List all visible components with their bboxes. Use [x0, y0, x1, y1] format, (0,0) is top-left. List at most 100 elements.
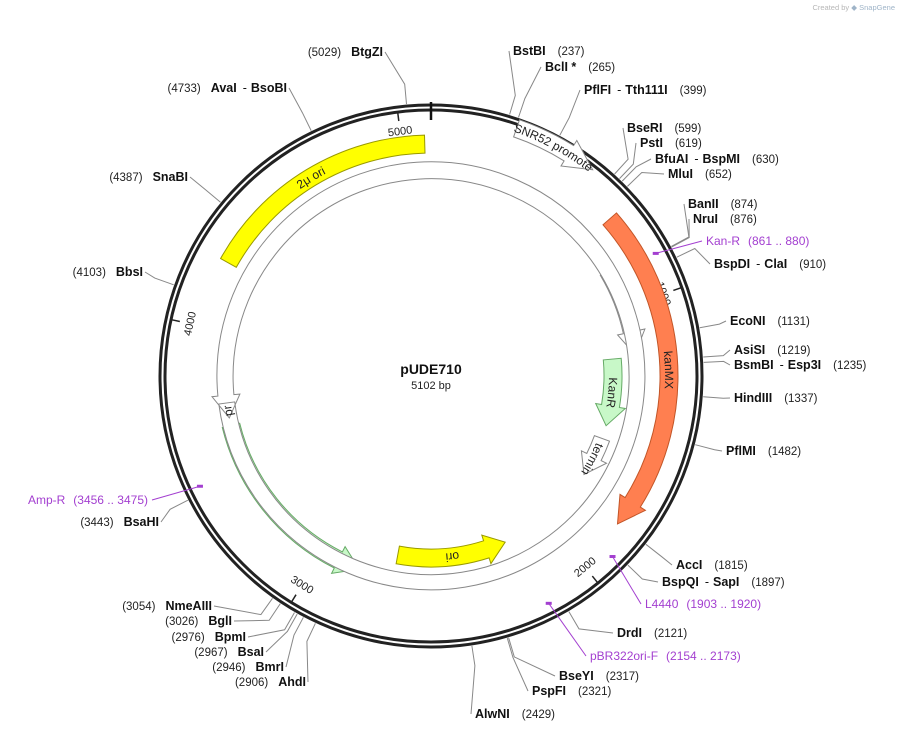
enzyme-name-alt: SapI	[713, 575, 739, 589]
plasmid-size: 5102 bp	[411, 380, 451, 392]
enzyme-label-bpmi[interactable]: (2976) BpmI	[172, 630, 247, 644]
primer-name: L4440	[645, 597, 679, 611]
enzyme-label-asisi[interactable]: AsiSI(1219)	[734, 343, 811, 357]
enzyme-label-bcli[interactable]: BclI *(265)	[545, 60, 615, 74]
enzyme-leader	[699, 320, 727, 329]
enzyme-label-drdi[interactable]: DrdI(2121)	[617, 626, 687, 640]
enzyme-label-bgli[interactable]: (3026)BglI	[165, 614, 232, 628]
feature-arc-tef-terminator[interactable]	[580, 435, 611, 476]
enzyme-name-alt: Tth111I	[625, 83, 667, 97]
primer-label[interactable]: Amp-R(3456 .. 3475)	[28, 493, 148, 507]
enzyme-label-bstbi[interactable]: BstBI(237)	[513, 44, 585, 58]
enzyme-label-nrui[interactable]: NruI(876)	[693, 212, 757, 226]
primer-label[interactable]: pBR322ori-F(2154 .. 2173)	[590, 649, 741, 663]
primer-leader	[655, 240, 703, 254]
tick-label: 3000	[288, 574, 315, 597]
enzyme-name: PflFI	[584, 83, 611, 97]
feature-arc-ori[interactable]	[395, 534, 506, 568]
enzyme-label-econi[interactable]: EcoNI(1131)	[730, 314, 810, 328]
enzyme-label-hindiii[interactable]: HindIII(1337)	[734, 391, 818, 405]
enzyme-position: (910)	[799, 259, 826, 271]
enzyme-leader	[671, 218, 690, 248]
enzyme-name: BclI *	[545, 60, 576, 74]
enzyme-leader	[619, 142, 637, 179]
enzyme-label-snabi[interactable]: (4387)SnaBI	[109, 170, 188, 184]
enzyme-label-bsai[interactable]: (2967)BsaI	[194, 645, 264, 659]
feature-arc-kanr[interactable]	[594, 357, 627, 427]
enzyme-position: (619)	[675, 138, 702, 150]
enzyme-label-mlui[interactable]: MluI(652)	[668, 167, 732, 181]
enzyme-label-bseri[interactable]: BseRI(599)	[627, 121, 701, 135]
enzyme-leader	[627, 564, 659, 583]
plasmid-center: pUDE710 5102 bp	[400, 361, 462, 392]
tick-label: 2000	[572, 555, 599, 580]
feature-label: ori	[445, 549, 460, 564]
enzyme-label-alwni[interactable]: AlwNI(2429)	[475, 707, 555, 721]
enzyme-label-bspqi[interactable]: BspQI-SapI(1897)	[662, 575, 785, 589]
enzyme-position: (4387)	[109, 172, 142, 184]
enzyme-name: BsaHI	[124, 515, 159, 529]
enzyme-name-alt: BsoBI	[251, 81, 287, 95]
enzyme-position: (1482)	[768, 446, 801, 458]
enzyme-label-bseyi[interactable]: BseYI (2317)	[559, 669, 639, 683]
enzyme-leader	[288, 87, 312, 131]
enzyme-label-bspdi[interactable]: BspDI-ClaI(910)	[714, 257, 826, 271]
enzyme-position: (1815)	[714, 560, 747, 572]
enzyme-label-btgzi[interactable]: (5029)BtgZI	[308, 45, 383, 59]
enzyme-label-pflfi[interactable]: PflFI-Tth111I(399)	[584, 83, 707, 97]
enzyme-label-bsmbi[interactable]: BsmBI-Esp3I(1235)	[734, 358, 867, 372]
enzyme-label-pflmi[interactable]: PflMI(1482)	[726, 444, 801, 458]
primer-label[interactable]: Kan-R(861 .. 880)	[706, 234, 809, 248]
enzyme-position: (237)	[558, 46, 585, 58]
enzyme-name: NmeAIII	[165, 599, 212, 613]
enzyme-name: AvaI	[211, 81, 237, 95]
enzyme-name: BsaI	[238, 645, 264, 659]
enzyme-label-bsahi[interactable]: (3443)BsaHI	[80, 515, 159, 529]
primer-range: (1903 .. 1920)	[686, 597, 761, 611]
enzyme-name: BtgZI	[351, 45, 383, 59]
enzyme-leader	[384, 51, 407, 105]
enzyme-leader	[506, 637, 529, 692]
enzyme-label-bfuai[interactable]: BfuAI-BspMI(630)	[655, 152, 779, 166]
enzyme-name-alt: BspMI	[703, 152, 741, 166]
enzyme-label-psti[interactable]: PstI(619)	[640, 136, 702, 150]
enzyme-name: NruI	[693, 212, 718, 226]
enzyme-label-bbsi[interactable]: (4103)BbsI	[73, 265, 143, 279]
enzyme-label-avai[interactable]: (4733)AvaI-BsoBI	[168, 81, 288, 95]
primer-name: Amp-R	[28, 493, 66, 507]
enzyme-name: BpmI	[215, 630, 246, 644]
enzyme-name: BsmBI	[734, 358, 774, 372]
enzyme-leader	[614, 127, 629, 175]
enzyme-label-ahdi[interactable]: (2906)AhdI	[235, 675, 306, 689]
enzyme-label-banii[interactable]: BanII(874)	[688, 197, 758, 211]
enzyme-leader	[285, 617, 304, 668]
enzyme-position: (2429)	[522, 709, 555, 721]
enzyme-label-bmri[interactable]: (2946)BmrI	[212, 660, 284, 674]
enzyme-name: BglI	[208, 614, 232, 628]
enzyme-position: (2317)	[606, 671, 639, 683]
feature-arc-2-ori[interactable]	[219, 134, 426, 268]
enzyme-leader	[703, 349, 731, 358]
enzyme-position: (3054)	[122, 601, 155, 613]
tick-label: 5000	[387, 124, 413, 139]
enzyme-position: (2321)	[578, 686, 611, 698]
enzyme-leader	[213, 598, 273, 616]
enzyme-position: (2906)	[235, 677, 268, 689]
feature-label: TEF terminator	[0, 0, 608, 478]
primer-leader	[612, 556, 642, 605]
primer-label[interactable]: L4440 (1903 .. 1920)	[645, 597, 761, 611]
plasmid-backbone	[158, 102, 704, 649]
feature-arc-snr52-promoter[interactable]	[512, 119, 594, 171]
enzyme-leader	[160, 499, 189, 523]
primer-leader	[151, 485, 201, 501]
enzyme-position: (2976)	[172, 632, 205, 644]
enzyme-leader	[189, 176, 221, 203]
enzyme-position: (4103)	[73, 267, 106, 279]
enzyme-label-nmeaiii[interactable]: (3054) NmeAIII	[122, 599, 212, 613]
primer-marks: Kan-R(861 .. 880) Amp-R(3456 .. 3475) L444…	[28, 234, 809, 663]
feature-arc-ampr-promoter[interactable]	[211, 161, 646, 591]
enzyme-label-pspfi[interactable]: PspFI(2321)	[532, 684, 611, 698]
enzyme-name: BseYI	[559, 669, 594, 683]
feature-arc-kanmx[interactable]	[602, 212, 679, 525]
enzyme-label-acci[interactable]: AccI(1815)	[676, 558, 748, 572]
